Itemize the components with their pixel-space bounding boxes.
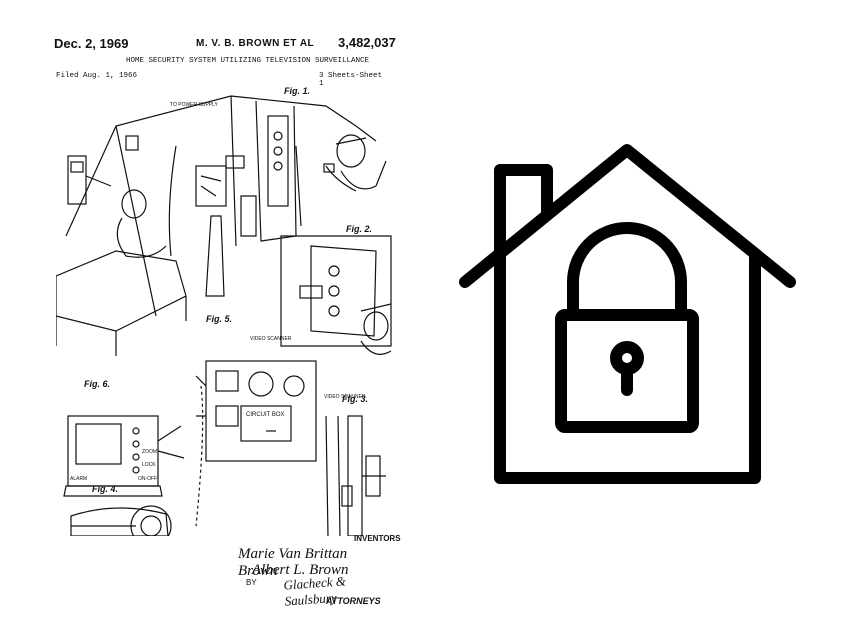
fig3-label: Fig. 3.	[342, 394, 369, 404]
fig2-door-detail	[280, 235, 392, 355]
attorneys-label: ATTORNEYS	[326, 596, 381, 606]
patent-drawing-sheet: Dec. 2, 1969 M. V. B. BROWN ET AL 3,482,…	[28, 14, 401, 614]
fig6-label: Fig. 6.	[84, 379, 111, 389]
label-zoom: ZOOM	[142, 449, 157, 455]
inventors-label: INVENTORS	[354, 534, 401, 543]
fig4-lock-mechanism	[70, 505, 172, 536]
label-circuit-box: CIRCUIT BOX	[246, 412, 285, 418]
fig1-room-scene	[56, 95, 387, 356]
house-lock-icon	[455, 140, 800, 490]
fig2-label: Fig. 2.	[346, 224, 373, 234]
fig5-scanner-assembly	[195, 360, 317, 527]
patent-number: 3,482,037	[338, 35, 396, 50]
by-label: BY	[246, 578, 257, 587]
label-to-power-supply: TO POWER SUPPLY	[170, 102, 218, 108]
fig3-door-section	[325, 415, 386, 536]
label-video-scanner: VIDEO SCANNER	[250, 336, 292, 342]
fig1-label: Fig. 1.	[284, 86, 311, 96]
label-on-off: ON-OFF	[138, 476, 158, 482]
label-lock: LOCK	[142, 462, 156, 468]
patent-date: Dec. 2, 1969	[54, 36, 129, 51]
patent-illustration	[56, 95, 392, 536]
patent-inventors-header: M. V. B. BROWN ET AL	[196, 38, 315, 49]
patent-title: HOME SECURITY SYSTEM UTILIZING TELEVISIO…	[126, 57, 370, 65]
fig6-monitor-console	[63, 415, 185, 497]
inventor-name-1: Marie Van Brittan Brown	[238, 546, 348, 579]
label-video-scanner-2: VIDEO SCANNER	[324, 394, 366, 400]
fig5-label: Fig. 5.	[206, 314, 233, 324]
patent-sheet-count: 3 Sheets-Sheet 1	[319, 72, 383, 88]
patent-filed-date: Filed Aug. 1, 1966	[56, 72, 138, 80]
label-alarm: ALARM	[70, 476, 88, 482]
inventor-name-2: Albert L. Brown	[252, 562, 349, 578]
fig4-label: Fig. 4.	[92, 484, 119, 494]
